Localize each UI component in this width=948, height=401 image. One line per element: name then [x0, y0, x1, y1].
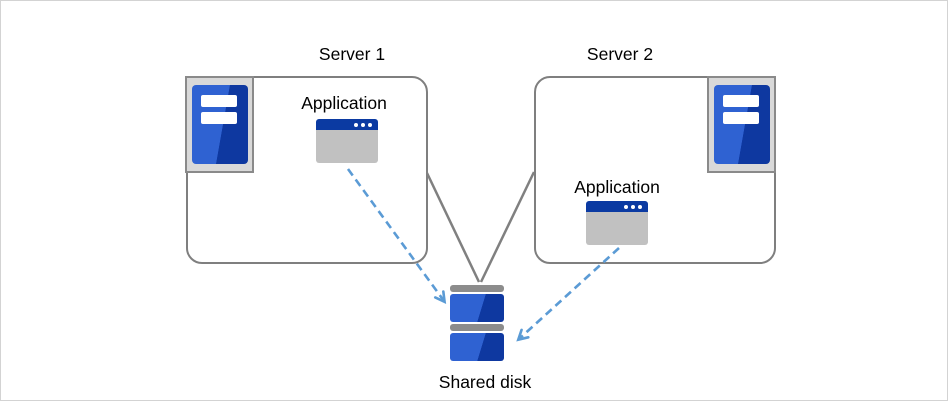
server-tower-icon [185, 76, 254, 173]
connector-server1-disk [425, 172, 481, 283]
app-window-dots [624, 204, 642, 209]
shared-disk-icon [450, 285, 504, 361]
server2-title: Server 2 [586, 44, 654, 64]
app-window-body [316, 130, 378, 163]
server1-application-label: Application [301, 93, 387, 113]
app-window-titlebar [586, 201, 648, 212]
application-window-icon [316, 119, 378, 163]
server-tower-body [714, 85, 770, 164]
disk-cap [450, 324, 504, 331]
connector-server2-disk [479, 171, 536, 283]
server2-application-label: Application [574, 177, 660, 197]
application-window-icon [586, 201, 648, 245]
disk-body [450, 333, 504, 361]
app-window-dots [354, 122, 372, 127]
app-window-titlebar [316, 119, 378, 130]
app-window-body [586, 212, 648, 245]
server-slot [201, 95, 237, 107]
disk-cap [450, 285, 504, 292]
server1-title: Server 1 [318, 44, 386, 64]
server-tower-body [192, 85, 248, 164]
disk-body [450, 294, 504, 322]
shared-disk-label: Shared disk [438, 372, 532, 392]
server-slot [723, 95, 759, 107]
server-slot [723, 112, 759, 124]
server-tower-icon [707, 76, 776, 173]
server-slot [201, 112, 237, 124]
